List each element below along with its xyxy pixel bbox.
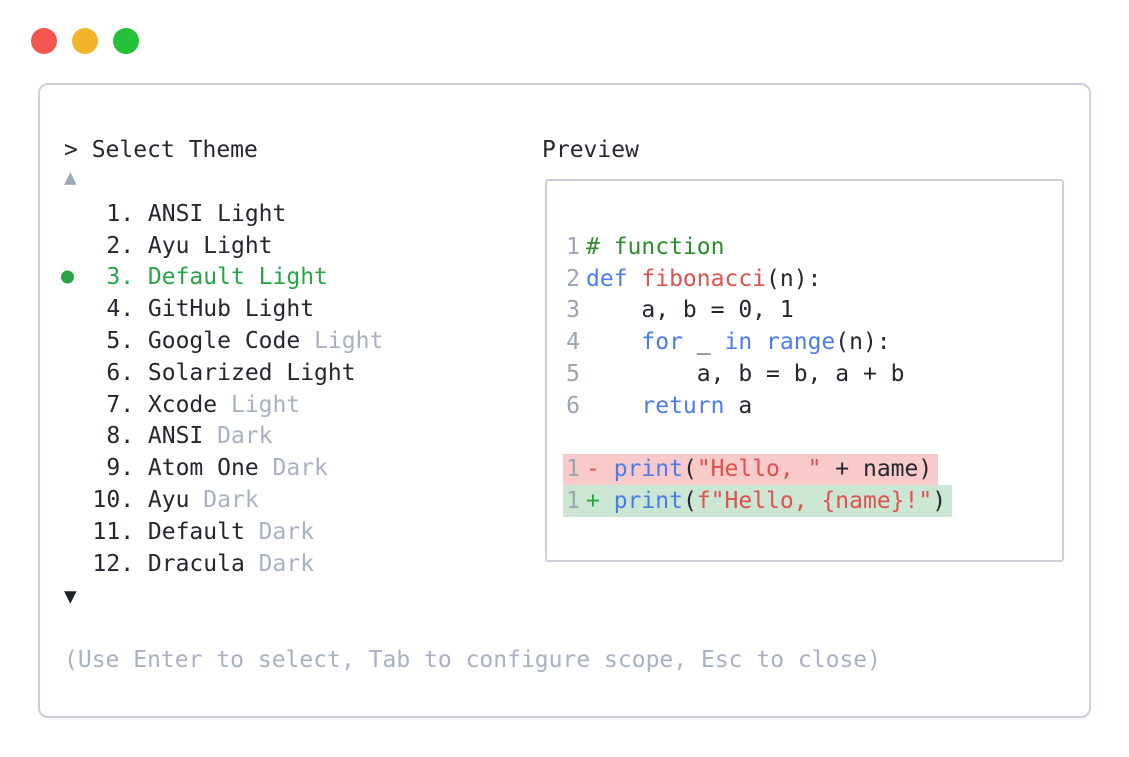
theme-option-5[interactable]: 5. Google Code Light bbox=[40, 325, 540, 357]
theme-option-11[interactable]: 11. Default Dark bbox=[40, 516, 540, 548]
line-number: 1 bbox=[566, 233, 580, 260]
code-preview-box: 1 # function 2 def fibonacci (n): 3 a, b… bbox=[545, 179, 1064, 562]
scroll-up-indicator-icon: ▲ bbox=[64, 165, 77, 189]
theme-number: 3. bbox=[92, 264, 135, 291]
code-token: return bbox=[641, 392, 725, 419]
code-line: 3 a, b = 0, 1 bbox=[563, 295, 1062, 327]
scroll-down-indicator-icon: ▼ bbox=[64, 584, 77, 608]
theme-number: 11. bbox=[92, 518, 135, 545]
theme-number: 10. bbox=[92, 487, 135, 514]
code-token: ( bbox=[682, 488, 697, 515]
theme-name: Ayu bbox=[147, 487, 190, 514]
theme-name: Ayu Light bbox=[147, 232, 273, 259]
code-token: "Hello, " bbox=[696, 456, 822, 483]
code-token: for bbox=[641, 329, 683, 356]
theme-name: Default Light bbox=[147, 264, 328, 291]
code-token: a bbox=[724, 392, 753, 419]
theme-name: GitHub Light bbox=[147, 296, 315, 323]
line-number: 2 bbox=[566, 265, 580, 292]
theme-variant: Dark bbox=[217, 423, 273, 450]
diff-plus-marker: + bbox=[586, 488, 614, 515]
help-text: (Use Enter to select, Tab to configure s… bbox=[64, 647, 881, 673]
theme-number: 4. bbox=[92, 296, 135, 323]
theme-name: Atom One bbox=[147, 455, 259, 482]
theme-option-4[interactable]: 4. GitHub Light bbox=[40, 293, 540, 325]
theme-number: 9. bbox=[92, 455, 135, 482]
code-token: + name) bbox=[821, 456, 933, 483]
theme-number: 2. bbox=[92, 232, 135, 259]
theme-name: ANSI Light bbox=[147, 200, 287, 227]
line-number: 3 bbox=[566, 297, 580, 324]
theme-number: 1. bbox=[92, 200, 135, 227]
code-token: in range bbox=[724, 329, 836, 356]
code-line: 1 # function bbox=[563, 231, 1062, 263]
code-token: f"Hello, {name}!" bbox=[696, 488, 933, 515]
code-line: 6 return a bbox=[563, 390, 1062, 422]
theme-option-6[interactable]: 6. Solarized Light bbox=[40, 357, 540, 389]
line-number: 6 bbox=[566, 392, 580, 419]
window-controls bbox=[31, 28, 139, 54]
code-token: a, b = b, a + b bbox=[586, 361, 905, 388]
code-line: 2 def fibonacci (n): bbox=[563, 263, 1062, 295]
code-token: a, b = 0, 1 bbox=[586, 297, 794, 324]
theme-variant: Dark bbox=[258, 550, 315, 577]
code-token: ( bbox=[682, 456, 697, 483]
theme-number: 5. bbox=[92, 328, 135, 355]
theme-variant: Dark bbox=[203, 487, 259, 514]
code-token: _ bbox=[682, 329, 725, 356]
theme-option-1[interactable]: 1. ANSI Light bbox=[40, 198, 540, 230]
theme-name: Dracula bbox=[147, 550, 245, 577]
select-theme-prompt: > Select Theme bbox=[64, 137, 258, 163]
code-line: 4 for _ in range (n): bbox=[563, 326, 1062, 358]
theme-number: 8. bbox=[92, 423, 135, 450]
code-token: (n): bbox=[835, 329, 891, 356]
code-token: # function bbox=[586, 233, 725, 260]
code-token bbox=[586, 329, 641, 355]
theme-variant: Light bbox=[314, 328, 384, 355]
theme-list: 1. ANSI Light 2. Ayu Light 3. Default Li… bbox=[40, 198, 540, 580]
code-line-blank bbox=[563, 422, 1062, 454]
diff-minus-marker: - bbox=[586, 456, 614, 483]
close-button-icon[interactable] bbox=[31, 28, 57, 54]
theme-option-10[interactable]: 10. Ayu Dark bbox=[40, 484, 540, 516]
code-token: fibonacci bbox=[641, 265, 767, 292]
theme-option-7[interactable]: 7. Xcode Light bbox=[40, 389, 540, 421]
zoom-button-icon[interactable] bbox=[113, 28, 139, 54]
theme-option-12[interactable]: 12. Dracula Dark bbox=[40, 548, 540, 580]
theme-name: Default bbox=[147, 518, 245, 545]
code-line: 5 a, b = b, a + b bbox=[563, 358, 1062, 390]
minimize-button-icon[interactable] bbox=[72, 28, 98, 54]
code-token bbox=[586, 393, 641, 419]
diff-removed-line: 1 - print ( "Hello, " + name) bbox=[563, 453, 939, 486]
theme-number: 6. bbox=[92, 359, 135, 386]
theme-number: 12. bbox=[92, 550, 135, 577]
theme-number: 7. bbox=[92, 391, 135, 418]
theme-name: ANSI bbox=[147, 423, 204, 450]
theme-picker-panel: > Select Theme ▲ 1. ANSI Light 2. Ayu Li… bbox=[38, 83, 1091, 718]
theme-name: Solarized Light bbox=[147, 359, 356, 386]
code-token: print bbox=[613, 456, 683, 483]
code-token: (n): bbox=[766, 265, 822, 292]
line-number: 1 bbox=[566, 456, 580, 483]
theme-name: Google Code bbox=[147, 328, 301, 355]
code-token: ) bbox=[932, 488, 947, 515]
theme-option-8[interactable]: 8. ANSI Dark bbox=[40, 421, 540, 453]
theme-name: Xcode bbox=[147, 391, 218, 418]
code-token: print bbox=[613, 488, 683, 515]
code-token: def bbox=[586, 265, 642, 292]
line-number: 5 bbox=[566, 361, 580, 388]
line-number: 4 bbox=[566, 329, 580, 356]
theme-option-2[interactable]: 2. Ayu Light bbox=[40, 230, 540, 262]
preview-label: Preview bbox=[542, 137, 639, 163]
theme-variant: Light bbox=[230, 391, 301, 418]
theme-variant: Dark bbox=[272, 455, 328, 482]
line-number: 1 bbox=[566, 488, 580, 515]
theme-variant: Dark bbox=[258, 518, 315, 545]
selected-bullet-icon bbox=[61, 270, 74, 284]
diff-added-line: 1 + print ( f"Hello, {name}!" ) bbox=[563, 485, 953, 518]
theme-option-9[interactable]: 9. Atom One Dark bbox=[40, 452, 540, 484]
theme-option-3-selected[interactable]: 3. Default Light bbox=[40, 262, 540, 294]
